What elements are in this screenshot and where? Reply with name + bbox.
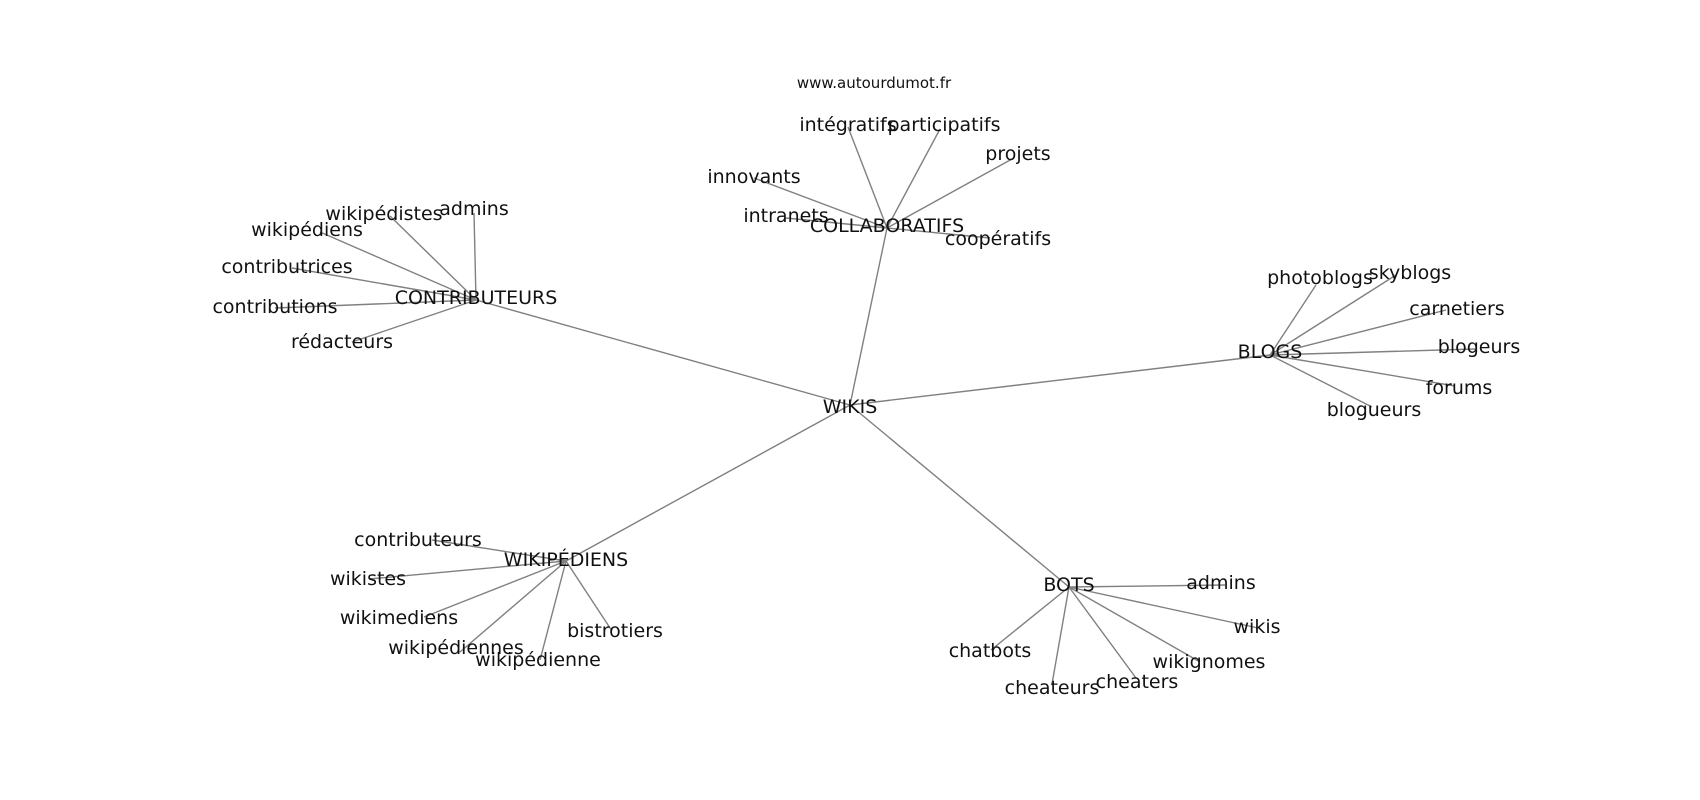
edge-collaboratifs-participatifs: [886, 128, 941, 229]
node-leaf-blogs-skyblogs: skyblogs: [1369, 262, 1451, 284]
node-leaf-contributeurs-contributrices: contributrices: [221, 256, 352, 278]
edge-collaboratifs-intranets: [785, 217, 888, 229]
edge-wikipediens-wikipedienne: [539, 560, 567, 661]
edge-center-collaboratifs: [849, 227, 888, 406]
node-leaf-contributeurs-contributions: contributions: [212, 296, 337, 318]
node-leaf-bots-cheateurs: cheateurs: [1005, 677, 1100, 699]
node-leaf-blogs-blogeurs: blogeurs: [1438, 336, 1520, 358]
edge-wikipediens-wikimediens: [423, 560, 567, 618]
edge-contributeurs-redacteurs: [351, 299, 477, 343]
edge-bots-cheateurs: [1051, 586, 1070, 685]
edge-bots-admins: [1068, 584, 1226, 588]
node-leaf-bots-cheaters: cheaters: [1096, 671, 1179, 693]
edge-contributeurs-contributions: [274, 299, 477, 309]
edge-wikipediens-wikistes: [368, 560, 567, 580]
node-leaf-contributeurs-admins: admins: [439, 198, 508, 220]
node-leaf-collaboratifs-projets: projets: [985, 143, 1050, 165]
node-leaf-wikipediens-wikimediens: wikimediens: [340, 607, 458, 629]
node-leaf-wikipediens-bistrotiers: bistrotiers: [567, 620, 663, 642]
node-leaf-blogs-forums: forums: [1426, 377, 1493, 399]
edge-center-wikipediens: [565, 404, 851, 562]
node-leaf-collaboratifs-cooperatifs: coopératifs: [945, 228, 1051, 250]
edge-wikipediens-contributeurs: [431, 539, 567, 562]
node-leaf-wikipediens-wikipediennes: wikipédiennes: [388, 637, 524, 659]
node-leaf-bots-admins: admins: [1186, 572, 1255, 594]
node-leaf-wikipediens-wikistes: wikistes: [330, 568, 406, 590]
node-hub-collaboratifs: COLLABORATIFS: [810, 215, 964, 237]
edge-contributeurs-wikipediens: [319, 231, 477, 301]
node-leaf-contributeurs-wikipediens: wikipédiens: [251, 219, 363, 241]
node-leaf-contributeurs-redacteurs: rédacteurs: [291, 331, 393, 353]
node-leaf-blogs-blogueurs: blogueurs: [1327, 399, 1422, 421]
node-hub-wikipediens: WIKIPÉDIENS: [504, 548, 628, 571]
node-leaf-blogs-photoblogs: photoblogs: [1267, 267, 1373, 289]
edge-contributeurs-contributrices: [291, 267, 477, 301]
edge-wikipediens-wikipediennes: [459, 560, 567, 653]
graph-edges: [274, 126, 1476, 685]
node-leaf-collaboratifs-integratifs: intégratifs: [799, 114, 896, 136]
node-leaf-contributeurs-wikipedistes: wikipédistes: [325, 203, 442, 225]
edge-blogs-skyblogs: [1269, 274, 1397, 356]
edge-wikipediens-bistrotiers: [565, 560, 613, 632]
node-leaf-collaboratifs-innovants: innovants: [707, 166, 800, 188]
node-hub-blogs: BLOGS: [1238, 341, 1303, 363]
edge-blogs-blogeurs: [1269, 348, 1476, 356]
node-leaf-blogs-carnetiers: carnetiers: [1409, 298, 1504, 320]
node-leaf-bots-wikis: wikis: [1234, 616, 1281, 638]
node-leaf-wikipediens-contributeurs: contributeurs: [354, 529, 482, 551]
edge-collaboratifs-projets: [886, 158, 1013, 229]
edge-collaboratifs-integratifs: [847, 126, 888, 229]
edge-center-blogs: [849, 354, 1271, 406]
edge-blogs-blogueurs: [1269, 354, 1373, 408]
node-hub-bots: BOTS: [1043, 574, 1094, 596]
graph-labels: www.autourdumot.fr WIKISCOLLABORATIFSint…: [212, 74, 1520, 699]
edge-contributeurs-admins: [473, 212, 477, 301]
node-leaf-collaboratifs-participatifs: participatifs: [888, 114, 1001, 136]
edge-center-contributeurs: [475, 299, 851, 406]
node-hub-contributeurs: CONTRIBUTEURS: [395, 287, 558, 309]
edge-collaboratifs-cooperatifs: [886, 227, 991, 239]
node-leaf-bots-wikignomes: wikignomes: [1153, 651, 1266, 673]
edge-bots-wikignomes: [1068, 586, 1201, 663]
edge-blogs-carnetiers: [1269, 309, 1447, 356]
edge-center-bots: [849, 404, 1070, 588]
node-leaf-wikipediens-wikipedienne: wikipédienne: [475, 649, 601, 671]
edge-bots-cheaters: [1068, 586, 1137, 679]
node-leaf-bots-chatbots: chatbots: [949, 640, 1032, 662]
edge-collaboratifs-innovants: [753, 177, 888, 229]
node-center-wikis: WIKIS: [823, 396, 878, 418]
edge-bots-chatbots: [990, 586, 1070, 651]
edge-blogs-forums: [1269, 354, 1456, 387]
source-watermark: www.autourdumot.fr: [797, 74, 952, 92]
edge-bots-wikis: [1068, 586, 1259, 629]
node-leaf-collaboratifs-intranets: intranets: [743, 205, 828, 227]
edge-blogs-photoblogs: [1269, 284, 1317, 356]
edge-contributeurs-wikipedistes: [389, 215, 477, 301]
